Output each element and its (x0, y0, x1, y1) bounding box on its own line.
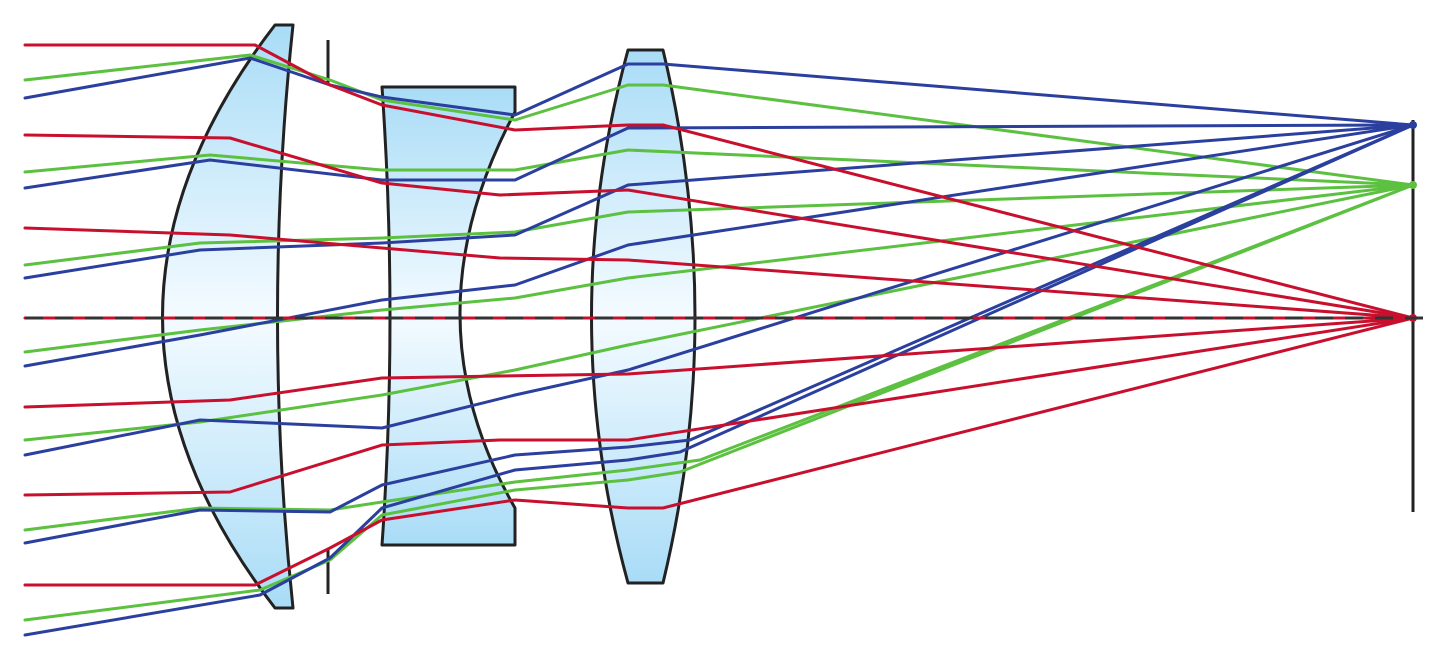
green-ray-2 (23, 148, 1415, 187)
red-ray-2 (23, 133, 1415, 320)
blue-ray-3 (23, 123, 1415, 280)
green-ray-1 (23, 53, 1415, 187)
ray-bundles (23, 43, 1417, 637)
blue-ray-5 (23, 123, 1415, 457)
green-ray-4 (23, 183, 1415, 354)
green-focus-point (1409, 181, 1417, 189)
blue-focus-point (1409, 121, 1417, 129)
red-ray-5 (23, 316, 1415, 409)
red-ray-6 (23, 316, 1415, 497)
blue-ray-4 (23, 123, 1415, 368)
blue-ray-2 (23, 123, 1415, 190)
green-ray-3 (23, 183, 1415, 267)
red-ray-7 (23, 316, 1415, 587)
red-ray-1 (23, 43, 1415, 320)
blue-ray-6 (23, 123, 1415, 545)
blue-ray-7 (23, 123, 1415, 637)
green-ray-7 (23, 183, 1415, 622)
green-ray-6 (23, 183, 1415, 532)
red-ray-3 (23, 226, 1415, 320)
blue-ray-1 (23, 56, 1415, 127)
